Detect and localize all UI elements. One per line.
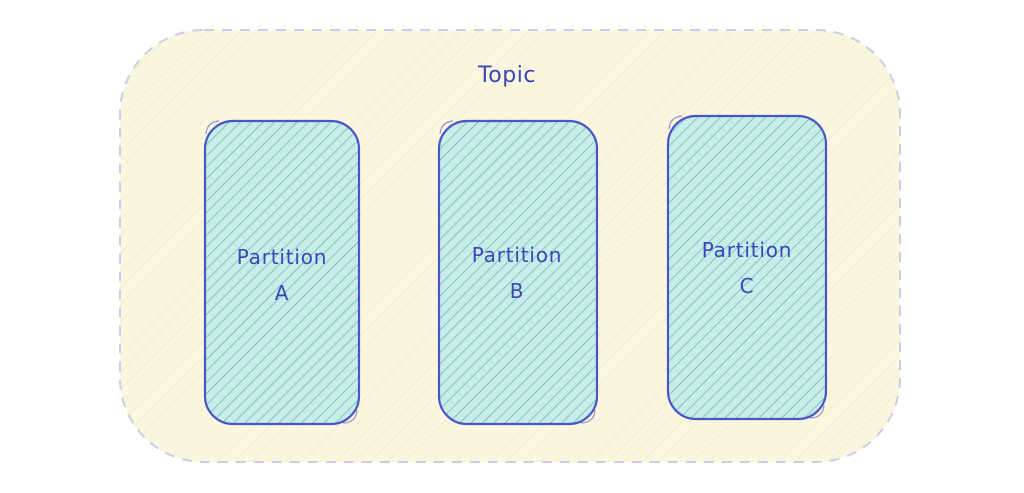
partition-a: Partition A xyxy=(203,119,361,426)
partition-c-id: C xyxy=(740,274,755,298)
partition-b-label: Partition xyxy=(472,243,563,267)
partition-a-label: Partition xyxy=(237,245,328,269)
partition-a-id: A xyxy=(275,281,289,305)
partition-c-label: Partition xyxy=(702,238,793,262)
partition-a-box xyxy=(203,119,361,426)
partition-c: Partition C xyxy=(666,114,828,421)
partition-b: Partition B xyxy=(437,119,599,426)
topic-title: Topic xyxy=(477,63,536,88)
partition-c-box xyxy=(666,114,828,421)
partition-b-box xyxy=(437,119,599,426)
partition-b-id: B xyxy=(510,279,525,303)
